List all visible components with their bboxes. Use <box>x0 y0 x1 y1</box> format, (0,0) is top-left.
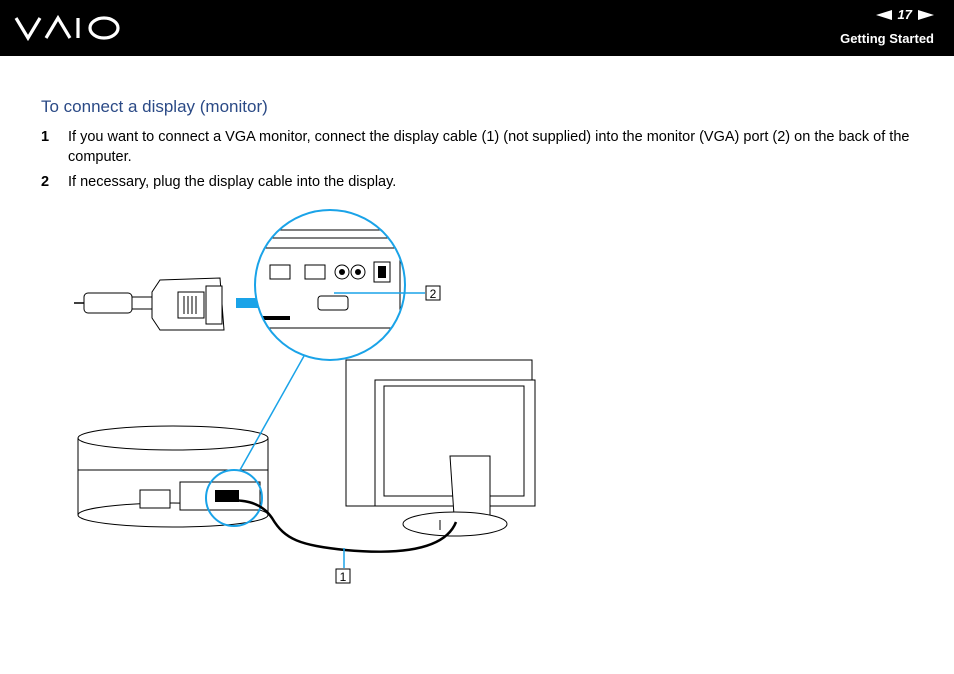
step-item: 2 If necessary, plug the display cable i… <box>41 172 921 192</box>
magnify-leader-line <box>239 355 305 471</box>
vaio-logo-icon <box>14 14 120 42</box>
step-item: 1 If you want to connect a VGA monitor, … <box>41 127 921 167</box>
connection-illustration: 2 1 <box>0 200 560 600</box>
vga-cable-connector <box>74 277 225 331</box>
svg-text:1: 1 <box>340 570 347 584</box>
svg-text:2: 2 <box>430 287 437 301</box>
callout-2: 2 <box>425 285 441 301</box>
step-number: 1 <box>41 129 50 145</box>
vaio-logo <box>14 14 124 47</box>
heading: To connect a display (monitor) <box>41 97 268 116</box>
next-page-icon[interactable] <box>918 9 934 20</box>
vaio-computer-body <box>77 425 269 528</box>
page-navigation: 17 <box>875 7 934 22</box>
previous-page-icon[interactable] <box>875 9 892 20</box>
step-text: If you want to connect a VGA monitor, co… <box>68 129 910 165</box>
display-cable <box>224 498 458 553</box>
page-header: 17 Getting Started <box>0 0 954 56</box>
page-number: 17 <box>897 7 912 22</box>
step-number: 2 <box>41 174 50 190</box>
monitor <box>345 359 536 537</box>
step-text: If necessary, plug the display cable int… <box>68 174 397 190</box>
callout-1: 1 <box>335 568 351 584</box>
section-title: Getting Started <box>840 31 934 46</box>
magnified-port-view <box>254 209 425 361</box>
